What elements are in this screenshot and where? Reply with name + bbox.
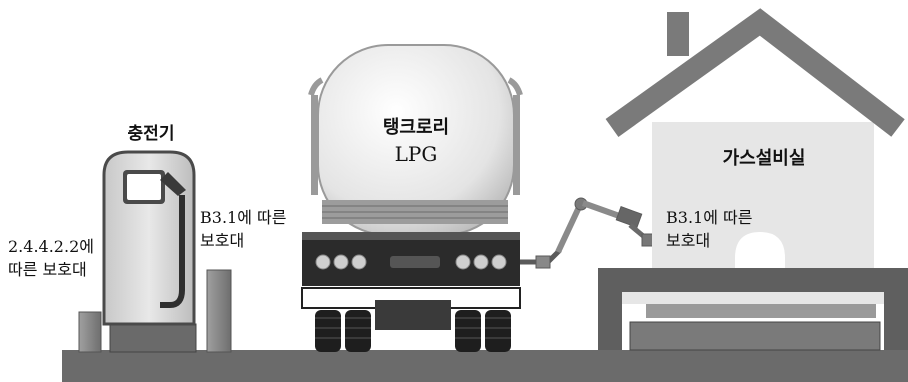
guard-b31-left-label-line1: B3.1에 따른 [200, 208, 287, 227]
gas-room-title: 가스설비실 [722, 148, 806, 169]
guard-left-label-line1: 2.4.4.2.2에 [8, 237, 94, 256]
dispenser-nozzle [160, 172, 186, 196]
ground [62, 350, 908, 382]
dispenser-base [109, 323, 197, 353]
tanker-label-line1: 탱크로리 [382, 117, 450, 138]
house-chimney [667, 12, 689, 56]
tanker-lights [315, 254, 507, 270]
loading-arm [520, 197, 657, 269]
tanker-label-line2: LPG [394, 142, 438, 166]
guard-b31-right-label-line1: B3.1에 따른 [666, 208, 753, 227]
guard-b31-right-label-line2: 보호대 [666, 231, 711, 250]
tanker-tires [315, 310, 511, 352]
guard-post-b31-left [206, 269, 232, 353]
house-roof [605, 8, 905, 137]
dispenser-hose [160, 195, 185, 308]
guard-left-label-line2: 따른 보호대 [8, 260, 87, 279]
guard-b31-left-label-line2: 보호대 [200, 231, 245, 250]
guard-platform-right [598, 268, 908, 351]
dispenser-title: 충전기 [127, 124, 175, 144]
guard-post-left [78, 311, 102, 353]
